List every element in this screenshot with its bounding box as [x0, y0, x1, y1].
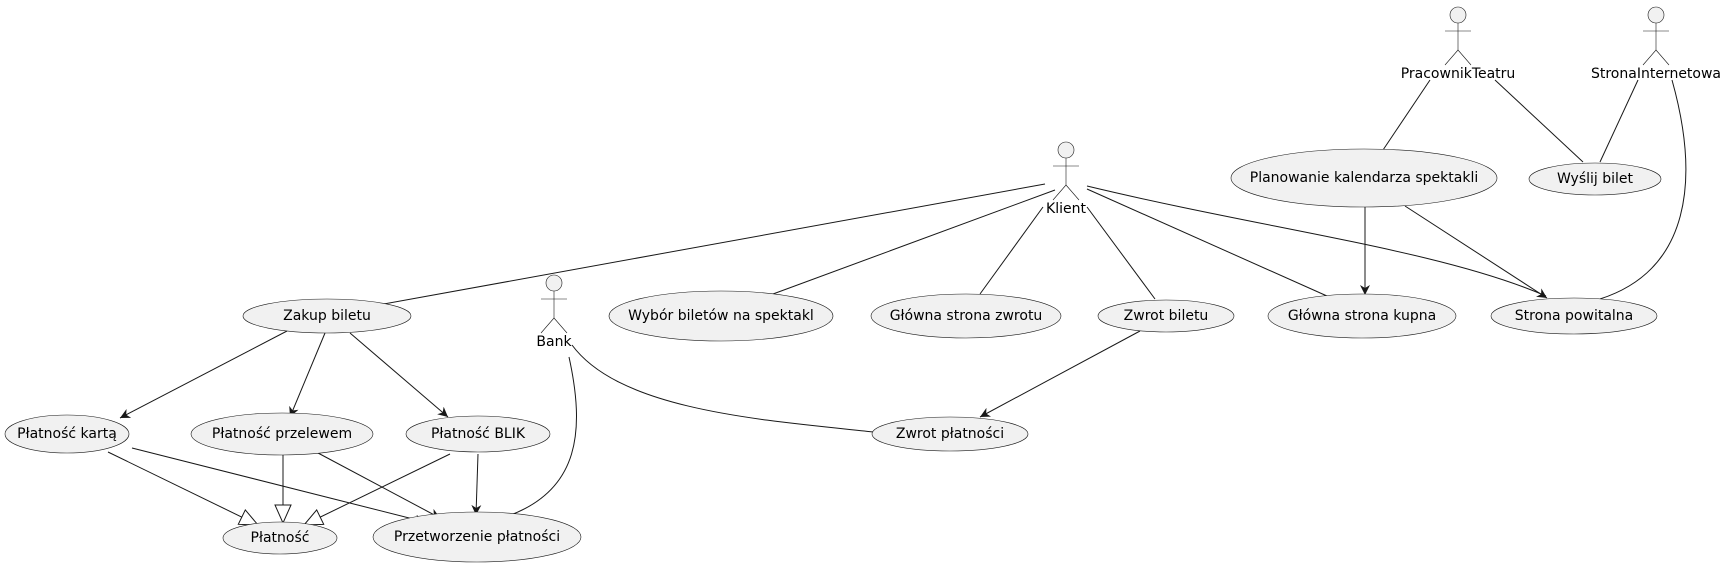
use-case-wybor: Wybór biletów na spektakl [608, 290, 834, 342]
use-cases-layer: Planowanie kalendarza spektakli Wyślij b… [4, 148, 1662, 563]
use-case-przetworzenie: Przetworzenie płatności [372, 511, 582, 563]
use-case-label: Wybór biletów na spektakl [628, 308, 814, 324]
actor-head-icon [1647, 6, 1665, 24]
actor-label: PracownikTeatru [1401, 66, 1516, 82]
use-case-label: Zakup biletu [283, 308, 371, 324]
use-case-planowanie: Planowanie kalendarza spektakli [1230, 148, 1498, 208]
actor-strona-internetowa: StronaInternetowa [1591, 6, 1721, 82]
use-case-label: Przetworzenie płatności [394, 529, 560, 545]
edge-zakup-przelew [289, 332, 326, 418]
use-case-label: Płatność kartą [17, 426, 117, 442]
use-case-label: Wyślij bilet [1557, 171, 1634, 187]
actor-label: StronaInternetowa [1591, 66, 1721, 82]
actor-head-icon [545, 274, 563, 292]
use-case-zwrot-biletu: Zwrot biletu [1097, 299, 1235, 333]
edge-klient-zwrot-biletu [1086, 206, 1156, 300]
edge-blik-platnosc [304, 453, 451, 525]
use-case-label: Główna strona kupna [1288, 308, 1436, 324]
use-case-zakup: Zakup biletu [242, 298, 412, 334]
use-case-blik: Płatność BLIK [405, 415, 551, 453]
use-case-label: Zwrot płatności [896, 426, 1004, 442]
use-case-przelew: Płatność przelewem [190, 412, 374, 456]
edge-przelew-przetworzenie [317, 452, 441, 519]
actor-head-icon [1449, 6, 1467, 24]
actor-head-icon [1057, 141, 1075, 159]
edge-planowanie-powitalna [1404, 205, 1548, 299]
edge-karta-przetworzenie [131, 447, 426, 525]
use-case-platnosc: Płatność [222, 521, 338, 555]
edge-klient-glowna-zwrotu [979, 206, 1044, 295]
use-case-zwrot-platnosci: Zwrot płatności [871, 416, 1029, 452]
use-case-powitalna: Strona powitalna [1490, 297, 1658, 335]
use-case-label: Zwrot biletu [1124, 308, 1209, 324]
use-case-label: Płatność BLIK [431, 426, 526, 442]
edge-pracownik-wyslij [1494, 79, 1584, 163]
edge-klient-powitalna [1086, 185, 1547, 297]
use-case-label: Płatność [251, 530, 310, 546]
actor-pracownik-teatru: PracownikTeatru [1401, 6, 1516, 82]
use-case-karta: Płatność kartą [4, 414, 130, 454]
use-case-label: Główna strona zwrotu [890, 308, 1043, 324]
relations-layer [107, 79, 1687, 525]
actor-label: Klient [1046, 201, 1086, 217]
use-case-wyslij: Wyślij bilet [1528, 162, 1662, 196]
use-case-label: Strona powitalna [1515, 308, 1634, 324]
edge-strona-wyslij [1599, 79, 1639, 163]
actors-layer: PracownikTeatru StronaInternetowa Klient [536, 6, 1721, 350]
use-case-label: Planowanie kalendarza spektakli [1250, 170, 1478, 186]
actor-bank: Bank [536, 274, 572, 350]
edge-zakup-blik [349, 332, 449, 418]
use-case-glowna-zwrotu: Główna strona zwrotu [870, 293, 1062, 339]
edge-klient-wybor [772, 189, 1056, 295]
edge-strona-powitalna [1599, 79, 1687, 300]
edge-bank-przetworzenie [507, 356, 577, 517]
edge-zakup-karta [119, 330, 288, 419]
use-case-label: Płatność przelewem [212, 426, 352, 442]
use-case-glowna-kupna: Główna strona kupna [1267, 293, 1457, 339]
actor-klient: Klient [1046, 141, 1086, 217]
edge-klient-zakup [361, 183, 1046, 309]
actor-label: Bank [536, 334, 572, 350]
edge-blik-przetworzenie [471, 453, 482, 516]
edge-klient-glowna-kupna [1086, 188, 1328, 297]
edge-karta-platnosc [107, 451, 258, 525]
edge-pracownik-planowanie [1382, 79, 1431, 151]
edge-bank-zwrot-platnosci [571, 344, 875, 433]
edge-zwrot-biletu-zwrot-platnosci [979, 330, 1141, 418]
